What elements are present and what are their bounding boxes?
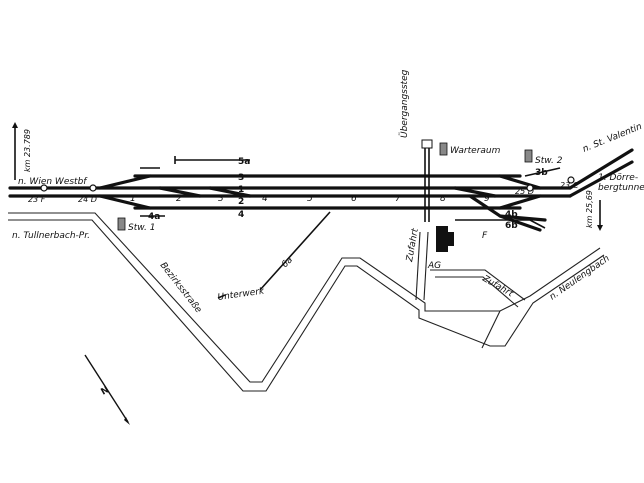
track-3-label: 3 [238,173,244,183]
switch-labels: 23 F 24 D 25 D 23 C [28,181,579,204]
footbridge-label: Übergangssteg [399,69,410,138]
doerre-label: 1. Dörre-bergtunnel [598,173,644,193]
road-labels: Bezirksstraße Zufahrt Zufahrt [158,227,515,315]
km-marker-6: 6 [351,194,357,204]
track-4a-label: 4a [148,212,160,222]
switch-23c: 23 C [560,181,579,190]
switch-25d: 25 D [515,187,534,196]
km-marker-7: 7 [395,194,401,204]
switch-23f: 23 F [28,195,46,204]
neulengbach-label: n. Neulengbach [548,254,612,303]
track-labels: 5a 3 1 2 4 4b 6b 6a 3b 4a [148,157,548,270]
main-tracks [8,148,634,232]
km-right-label: km 25,69 [585,190,594,228]
station-building [436,226,454,252]
road-bezirksstrasse [8,212,605,392]
km-marker-4: 4 [262,194,268,204]
footbridge: Übergangssteg [399,69,433,222]
track-6a-label: 6a [280,255,295,270]
km-marker-1: 1 [130,194,136,204]
km-marker-3: 3 [218,194,224,204]
road-zufahrt [415,231,526,349]
stub-tracks [140,156,561,299]
km-boundaries: km 23.789 km 25,69 [12,122,603,231]
st-valentin-label: n. St. Valentin [581,122,643,155]
km-marker-5: 5 [307,194,313,204]
km-marker-2: 2 [176,194,182,204]
stw1-label: Stw. 1 [128,223,155,233]
signals [40,176,575,192]
unterwerk-label: Unterwerk [217,286,266,303]
north-arrow: N [84,354,130,425]
km-left-label: km 23.789 [23,129,32,172]
track-1-label: 1 [238,185,244,195]
switch-24d: 24 D [78,195,97,204]
freight-label: F [482,231,488,241]
stw1-building [117,217,126,231]
track-4b-label: 4b [505,210,518,220]
km-markers: 1 2 3 4 5 6 7 8 9 [130,194,490,204]
stw2-label: Stw. 2 [535,156,563,166]
km-marker-9: 9 [484,194,490,204]
tullnerbach-label: n. Tullnerbach-Pr. [12,231,90,241]
track-3b-label: 3b [535,168,548,178]
track-2-label: 2 [238,197,244,207]
wien-label: n. Wien Westbf [18,177,88,187]
track-6b-label: 6b [505,221,518,231]
warteraum-building [439,142,448,156]
track-5a-label: 5a [238,157,250,167]
track-4-label: 4 [238,210,244,220]
warteraum-label: Warteraum [450,146,501,156]
stw2-building [524,149,533,163]
station-building-label: AG [427,261,441,271]
north-label: N [100,385,112,397]
place-labels: n. Wien Westbf n. Tullnerbach-Pr. n. St.… [12,122,644,303]
km-marker-8: 8 [440,194,446,204]
zufahrt-right-label: Zufahrt [480,273,515,299]
